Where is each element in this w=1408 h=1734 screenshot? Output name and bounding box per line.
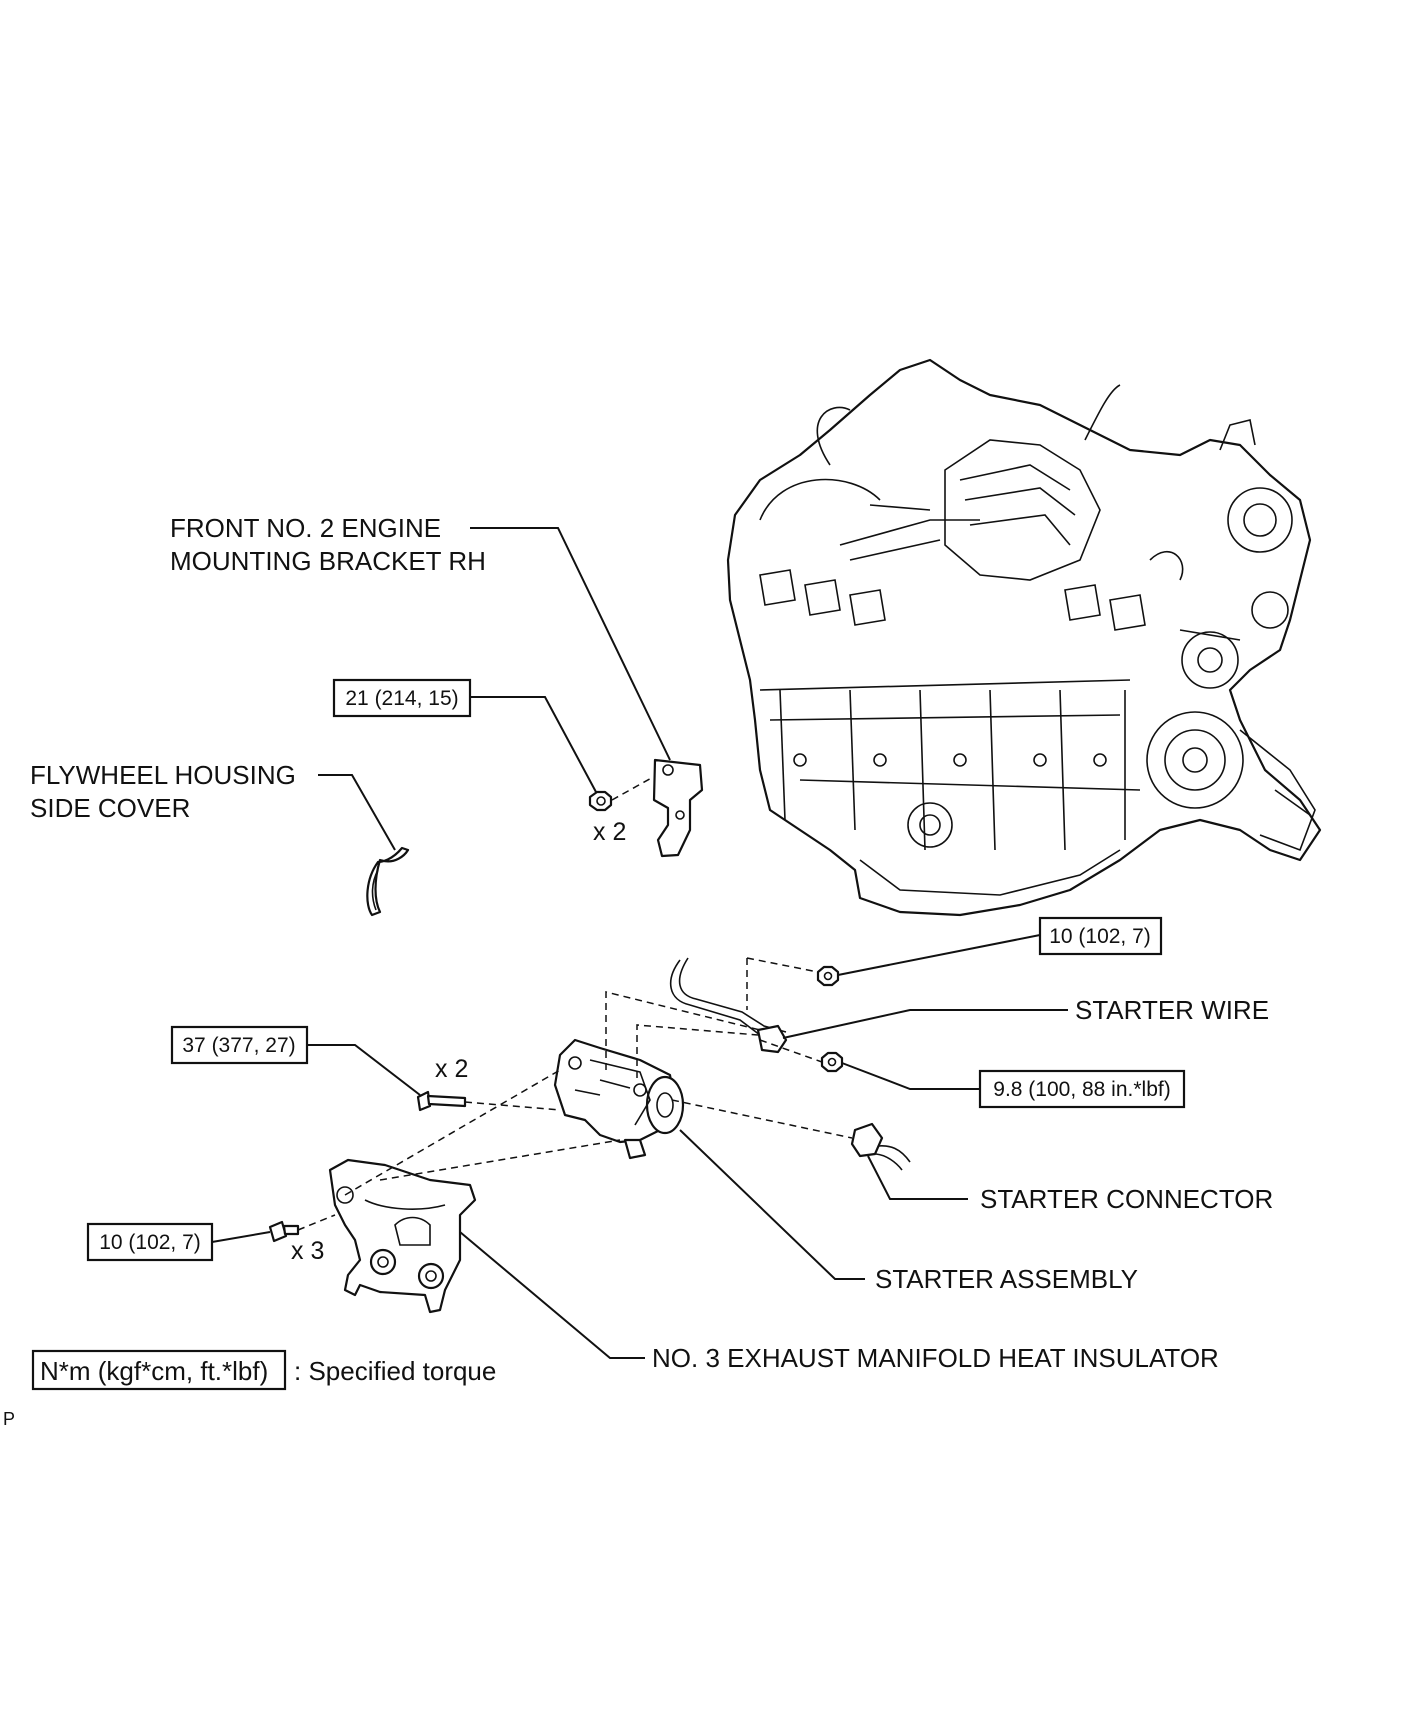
corner-code: P (3, 1409, 15, 1429)
starter-wire-part (669, 957, 788, 1054)
qty-starter-bolt: x 2 (435, 1055, 468, 1083)
qty-bracket-nut: x 2 (593, 818, 626, 846)
torque-legend: N*m (kgf*cm, ft.*lbf) : Specified torque (31, 1349, 496, 1391)
insulator-bolt-alignment-line (297, 1214, 336, 1231)
bracket-nut-alignment-line (611, 775, 656, 801)
wire-stud-alignment-line-1 (746, 957, 819, 1010)
torque-wire-nut-lower: 9.8 (100, 88 in.*lbf) (993, 1078, 1170, 1101)
torque-starter-bolt: 37 (377, 27) (182, 1034, 295, 1057)
starter-assembly-leader (679, 1129, 865, 1280)
qty-insulator-bolt: x 3 (291, 1237, 324, 1265)
label-bracket-line2: MOUNTING BRACKET RH (170, 546, 486, 576)
torque-wire-nut-upper: 10 (102, 7) (1049, 925, 1151, 948)
torque-insulator-bolt: 10 (102, 7) (99, 1231, 201, 1254)
label-starter-wire: STARTER WIRE (1075, 995, 1269, 1025)
starter-bolt-alignment-line (464, 1101, 561, 1111)
starter-bolt-leader (307, 1044, 421, 1096)
flywheel-housing-side-cover-part (366, 846, 410, 917)
bracket-nut-leader (470, 696, 597, 793)
insulator-alignment-line-1 (344, 1069, 561, 1196)
torque-bracket-nut: 21 (214, 15) (345, 687, 458, 710)
wire-nut-upper (816, 965, 840, 987)
label-starter-assembly: STARTER ASSEMBLY (875, 1264, 1138, 1294)
starter-wire-leader (782, 1009, 1068, 1039)
torque-box-wire-nut-lower: 9.8 (100, 88 in.*lbf) (978, 1069, 1186, 1109)
bracket-leader (470, 527, 671, 761)
label-side-cover-line2: SIDE COVER (30, 793, 190, 823)
connector-leader (867, 1155, 968, 1200)
wire-stud-alignment-line-3 (636, 1024, 823, 1078)
engine-mounting-bracket-part (652, 758, 704, 858)
wire-nut-lower-leader (841, 1062, 980, 1090)
label-heat-insulator: NO. 3 EXHAUST MANIFOLD HEAT INSULATOR (652, 1343, 1219, 1373)
connector-alignment-line (671, 1099, 853, 1139)
starter-assembly-part (553, 1038, 685, 1160)
torque-box-bracket-nut: 21 (214, 15) (332, 678, 472, 718)
torque-box-insulator-bolt: 10 (102, 7) (86, 1222, 214, 1262)
heat-insulator-leader (459, 1231, 645, 1359)
bracket-nut (588, 790, 613, 812)
engine-illustration (726, 358, 1322, 917)
legend-unit: N*m (kgf*cm, ft.*lbf) (40, 1356, 268, 1386)
side-cover-leader (318, 774, 396, 851)
label-starter-connector: STARTER CONNECTOR (980, 1184, 1273, 1214)
insulator-alignment-line-2 (379, 1139, 621, 1181)
legend-description: : Specified torque (294, 1356, 496, 1386)
starter-connector-part (850, 1122, 911, 1171)
label-bracket-line1: FRONT NO. 2 ENGINE (170, 513, 441, 543)
insulator-bolt (268, 1220, 300, 1243)
starter-bolt (416, 1090, 467, 1112)
wire-stud-alignment-line-2 (605, 991, 761, 1070)
torque-box-wire-nut-upper: 10 (102, 7) (1038, 916, 1163, 956)
insulator-bolt-leader (211, 1231, 271, 1243)
wire-nut-lower (820, 1051, 844, 1073)
heat-insulator-part (328, 1158, 477, 1314)
label-side-cover-line1: FLYWHEEL HOUSING (30, 760, 296, 790)
wire-nut-upper-leader (837, 934, 1041, 976)
torque-box-starter-bolt: 37 (377, 27) (170, 1025, 309, 1065)
